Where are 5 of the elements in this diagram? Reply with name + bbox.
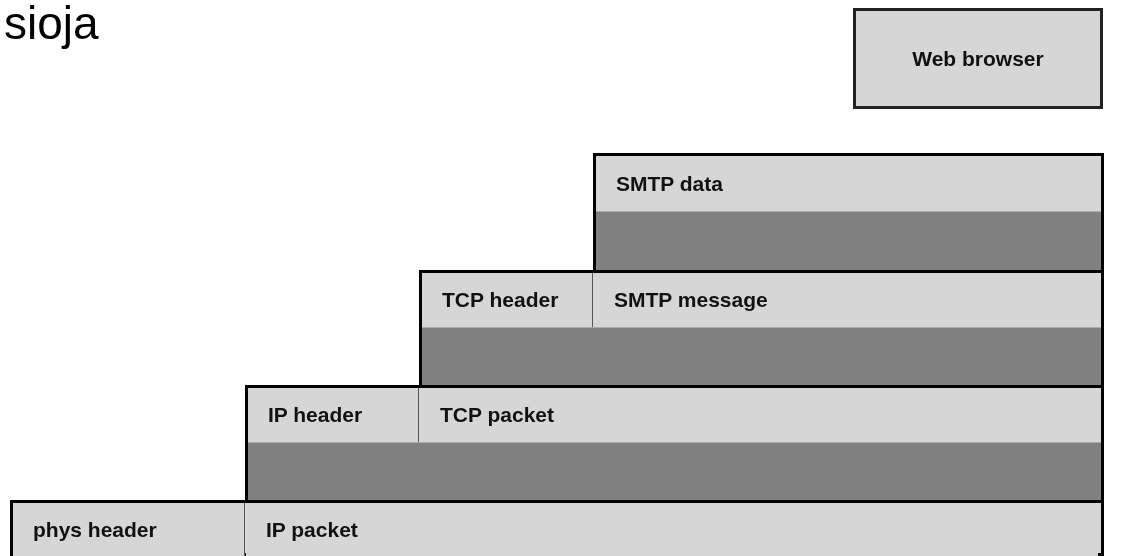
header-cell: phys header xyxy=(13,503,245,556)
payload-bar xyxy=(596,211,1101,270)
payload-bar xyxy=(422,327,1101,385)
payload-bar xyxy=(248,442,1101,500)
application-box: Web browser xyxy=(853,8,1103,109)
